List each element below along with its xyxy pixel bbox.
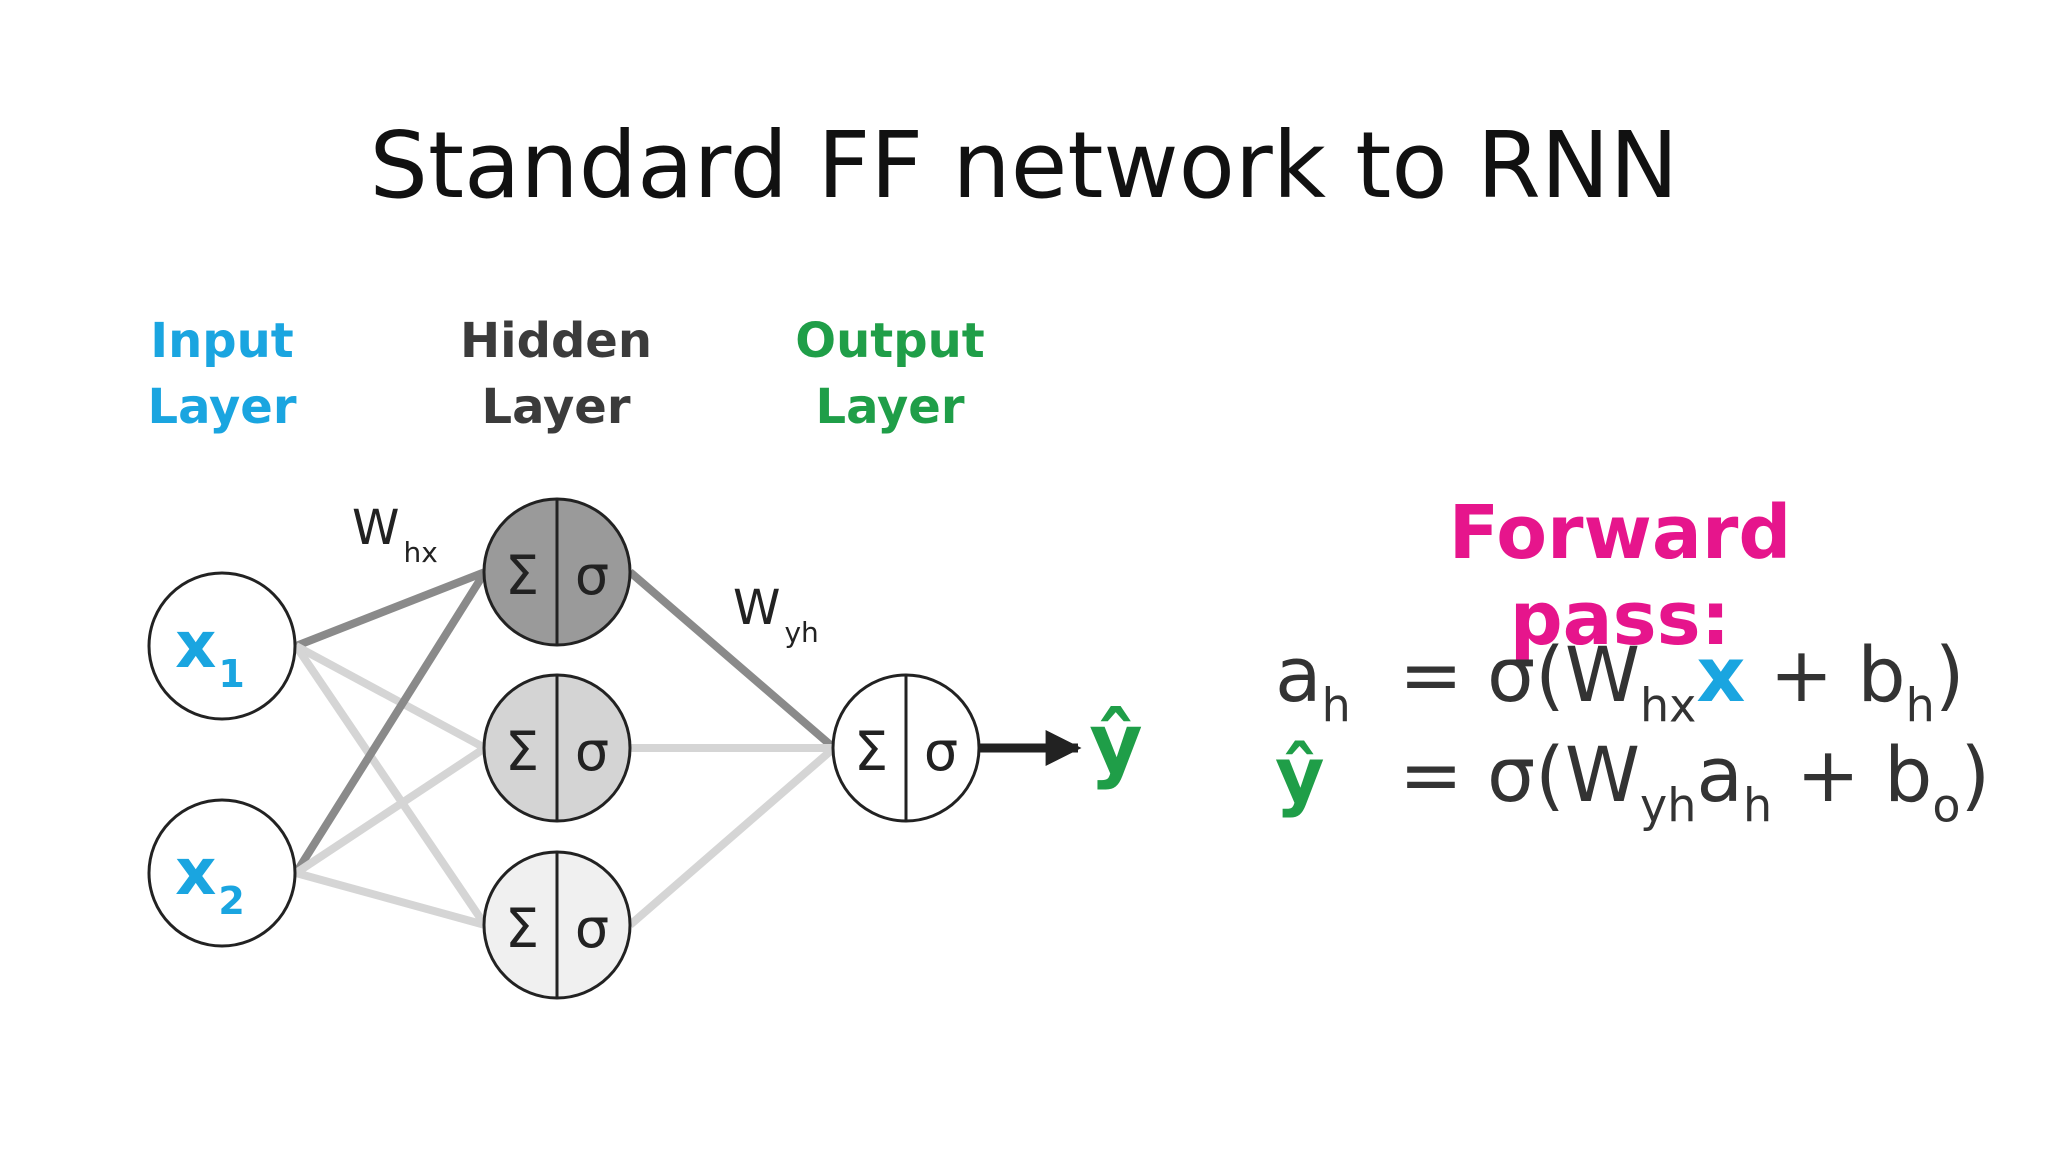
edge-h3-out <box>627 744 837 929</box>
sum-symbol: Σ <box>505 897 539 960</box>
eq1-x-vector: x <box>1696 630 1746 719</box>
edge-x1-h1 <box>294 568 487 650</box>
edge-x1-h3 <box>292 643 489 928</box>
svg-text:x1: x1 <box>175 609 245 696</box>
sigma-activation-symbol: σ <box>575 720 609 783</box>
edge-h1-out <box>627 568 837 752</box>
output-layer-label-line2: Layer <box>815 379 965 435</box>
equation-hidden: ah = σ(Whxx + bh) <box>1275 630 1965 733</box>
input-neuron-x2: x2 <box>147 798 297 948</box>
input-layer-label-line2: Layer <box>147 379 297 435</box>
output-layer-label: Output Layer <box>740 308 1040 440</box>
sigma-activation-symbol: σ <box>924 720 958 783</box>
edge-x1-h2 <box>294 642 487 752</box>
eq1-lhs: ah <box>1275 630 1351 733</box>
page-title: Standard FF network to RNN <box>369 112 1679 219</box>
sum-symbol: Σ <box>505 544 539 607</box>
sum-symbol: Σ <box>854 720 888 783</box>
hidden-neuron-1: Σ σ <box>482 497 632 647</box>
sigma-activation-symbol: σ <box>575 544 609 607</box>
edge-x2-h1 <box>292 569 489 876</box>
edge-x2-h3 <box>294 869 487 929</box>
hidden-layer-label: Hidden Layer <box>406 308 706 440</box>
edge-x2-h2 <box>293 744 488 877</box>
svg-text:x2: x2 <box>175 836 245 923</box>
hidden-layer-label-line1: Hidden <box>459 313 653 369</box>
input-layer-label-line1: Input <box>150 313 294 369</box>
output-y-hat: ŷ <box>1089 697 1142 792</box>
hidden-neuron-3: Σ σ <box>482 850 632 1000</box>
equation-output: ŷ = σ(Wyhah + bo) <box>1275 730 1991 833</box>
forward-pass-title: Forward pass: <box>1448 490 1792 662</box>
eq2-lhs: ŷ <box>1275 730 1325 819</box>
input-neuron-x1: x1 <box>147 571 297 721</box>
hidden-neuron-2: Σ σ <box>482 673 632 823</box>
input-layer-label: Input Layer <box>72 308 372 440</box>
sum-symbol: Σ <box>505 720 539 783</box>
sigma-activation-symbol: σ <box>575 897 609 960</box>
output-layer-label-line1: Output <box>795 313 985 369</box>
output-neuron: Σ σ <box>831 673 981 823</box>
hidden-layer-label-line2: Layer <box>481 379 631 435</box>
